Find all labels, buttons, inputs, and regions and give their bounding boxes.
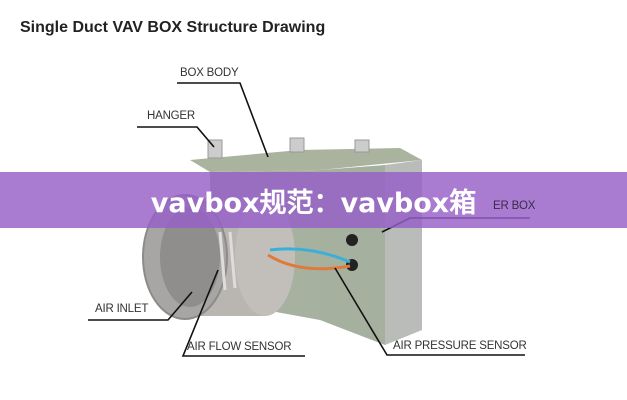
diagram-title: Single Duct VAV BOX Structure Drawing xyxy=(20,19,326,36)
hanger-right xyxy=(354,139,370,153)
leader-air-pressure-sensor xyxy=(334,267,525,356)
label-controller-box: ER BOX xyxy=(493,200,536,212)
flow-sensor-rod xyxy=(218,231,227,291)
overlay-banner: vavbox规范：vavbox箱 xyxy=(0,172,627,228)
leader-hanger xyxy=(137,126,215,148)
hanger-mid xyxy=(289,137,305,153)
air-inlet-opening xyxy=(160,207,220,307)
label-hanger: HANGER xyxy=(147,110,196,122)
pressure-tube-orange xyxy=(267,253,351,271)
pressure-tube-blue xyxy=(269,247,351,264)
leader-box-body xyxy=(177,82,269,158)
controller-hole xyxy=(346,234,358,246)
leader-air-inlet xyxy=(88,291,193,321)
label-air-flow-sensor: AIR FLOW SENSOR xyxy=(187,341,292,353)
box-top-face xyxy=(190,148,422,172)
banner-text: vavbox规范：vavbox箱 xyxy=(150,187,477,219)
leader-air-flow-sensor xyxy=(181,269,305,357)
label-air-pressure-sensor: AIR PRESSURE SENSOR xyxy=(393,340,527,352)
label-air-inlet: AIR INLET xyxy=(95,303,149,315)
label-box-body: BOX BODY xyxy=(180,67,239,79)
flow-sensor-rod xyxy=(228,231,237,289)
